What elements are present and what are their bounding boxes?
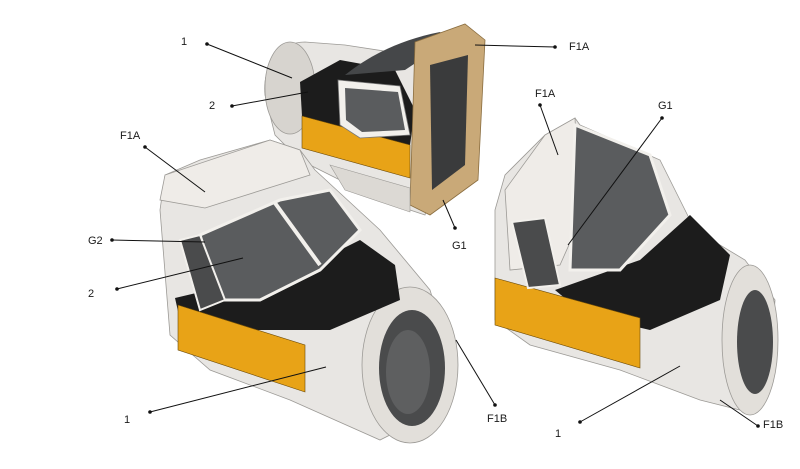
label-1: 1 [181, 36, 187, 48]
callout-top-G1: G1 [442, 199, 467, 252]
nose-opening-F1B [737, 290, 773, 394]
windshield-center-strut [273, 201, 322, 267]
label-1: 1 [124, 414, 130, 426]
callout-right-F1A: F1A [535, 88, 559, 156]
label-F1A: F1A [569, 41, 590, 53]
label-F1B: F1B [487, 413, 507, 425]
callout-left-G2: G2 [88, 235, 206, 247]
label-F1B: F1B [763, 419, 783, 431]
label-2: 2 [88, 288, 94, 300]
side-window-G2 [178, 233, 227, 312]
yellow-stripe [494, 277, 641, 369]
label-F1A: F1A [120, 130, 141, 142]
windshield-glass-G1 [568, 122, 672, 272]
windshield-glass [198, 188, 362, 302]
label-G1: G1 [452, 240, 467, 252]
callout-left-F1B: F1B [455, 339, 507, 425]
callout-right-G1: G1 [567, 100, 673, 246]
label-G1: G1 [658, 100, 673, 112]
callout-right-F1B: F1B [719, 399, 783, 431]
callout-top-2: 2 [209, 91, 309, 112]
cockpit-part-left [159, 139, 459, 444]
label-G2: G2 [88, 235, 103, 247]
lower-panel [329, 164, 411, 213]
yellow-stripe [177, 304, 306, 393]
side-window [510, 216, 562, 290]
cockpit-part-top [264, 23, 486, 216]
black-band [555, 215, 730, 330]
callout-top-F1A: F1A [474, 41, 590, 53]
nose-inner [386, 330, 430, 414]
windshield-glass [345, 88, 405, 132]
cockpit-part-right [494, 117, 779, 416]
callout-left-F1A: F1A [120, 130, 206, 193]
callout-left-1: 1 [124, 366, 327, 426]
label-1: 1 [555, 428, 561, 440]
callout-left-2: 2 [88, 257, 244, 300]
callout-right-1: 1 [555, 365, 681, 440]
tan-frame-opening [430, 55, 468, 190]
canopy-frame-F1A [159, 139, 311, 209]
label-2: 2 [209, 100, 215, 112]
label-F1A: F1A [535, 88, 556, 100]
callout-top-1: 1 [181, 36, 293, 79]
